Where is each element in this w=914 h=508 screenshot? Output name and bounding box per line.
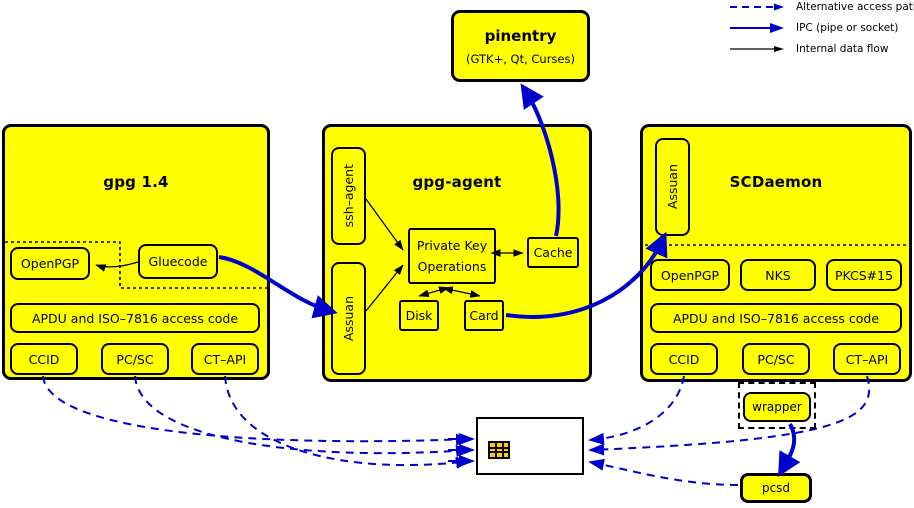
gpg-agent-cache-box[interactable]: Cache [527,237,579,268]
scdaemon-driver-pcsc-label: PC/SC [757,351,795,367]
scdaemon-app-openpgp[interactable]: OpenPGP [650,259,730,291]
scdaemon-apdu-label: APDU and ISO–7816 access code [672,310,880,326]
gpg-openpgp-label: OpenPGP [20,256,80,271]
pcsd-box[interactable]: pcsd [740,473,812,503]
altpath-gpg-ccid-to-card [42,375,472,446]
altpath-scdaemon-ccid-to-card [588,375,685,445]
altpath-gpg-ctapi-to-card [224,375,472,469]
legend-item-alt-paths: Alternative access paths [730,1,914,13]
gpg-openpgp-box[interactable]: OpenPGP [10,247,90,280]
scdaemon-driver-ctapi-label: CT–API [845,351,889,367]
altpath-card-inputs [448,433,475,467]
legend-item-internal: Internal data flow [730,43,888,55]
pinentry-title: pinentry [484,26,557,45]
gpg-agent-ssh-agent-label: ssh–agent [341,164,356,228]
scdaemon-title: SCDaemon [729,173,823,191]
gpg-apdu-label: APDU and ISO–7816 access code [31,310,239,326]
gpg-agent-card-label: Card [469,308,499,323]
gpg-agent-private-key-ops-box[interactable]: Private Key Operations [408,228,496,284]
scdaemon-driver-ctapi[interactable]: CT–API [833,343,901,375]
gpg-agent-cache-label: Cache [533,245,573,260]
private-key-ops-line2: Operations [417,259,487,274]
gpg-agent-disk-box[interactable]: Disk [399,300,439,331]
gpg-agent-disk-label: Disk [405,308,433,323]
smartcard-chip-icon [488,441,510,459]
gpg-gluecode-box[interactable]: Gluecode [138,244,218,279]
gpg-driver-ctapi[interactable]: CT–API [191,343,259,375]
pinentry-subtitle: (GTK+, Qt, Curses) [466,51,575,66]
scdaemon-assuan-label: Assuan [665,164,680,210]
scdaemon-app-pkcs15-label: PKCS#15 [834,267,894,283]
legend-swatch-internal [730,43,786,55]
ipc-wrapper-to-pcsd [778,423,801,477]
scdaemon-app-nks[interactable]: NKS [740,259,816,291]
wrapper-label: wrapper [752,400,802,414]
gpg-apdu-box[interactable]: APDU and ISO–7816 access code [10,303,260,333]
scdaemon-driver-ccid-label: CCID [668,351,700,367]
gpg-title: gpg 1.4 [103,173,169,191]
scdaemon-app-nks-label: NKS [765,267,791,283]
gpg-agent-title: gpg-agent [412,173,502,191]
wrapper-box[interactable]: wrapper [743,392,811,422]
scdaemon-assuan-box[interactable]: Assuan [655,138,690,236]
gpg-gluecode-label: Gluecode [148,254,208,269]
scdaemon-driver-pcsc[interactable]: PC/SC [742,343,810,375]
altpath-pcsd-to-card [588,458,739,486]
gpg-driver-ccid[interactable]: CCID [10,343,78,375]
legend-item-ipc: IPC (pipe or socket) [730,22,898,34]
gpg-driver-ccid-label: CCID [28,351,60,367]
legend-swatch-dashed [730,1,786,13]
gpg-agent-assuan-label: Assuan [341,295,356,342]
legend-label-ipc: IPC (pipe or socket) [796,22,899,34]
gpg-driver-ctapi-label: CT–API [203,351,247,367]
gpg-agent-card-box[interactable]: Card [464,300,504,331]
scdaemon-app-pkcs15[interactable]: PKCS#15 [826,259,902,291]
pcsd-label: pcsd [761,481,791,495]
gpg-driver-pcsc[interactable]: PC/SC [101,343,169,375]
legend-label-internal: Internal data flow [796,43,889,55]
altpath-gpg-pcsc-to-card [134,375,472,457]
scdaemon-app-openpgp-label: OpenPGP [660,267,720,283]
gpg-agent-assuan-box[interactable]: Assuan [331,262,366,375]
private-key-ops-line1: Private Key [416,238,488,253]
legend-swatch-ipc [730,22,786,34]
pinentry-box[interactable]: pinentry (GTK+, Qt, Curses) [451,10,590,82]
gpg-agent-ssh-agent-box[interactable]: ssh–agent [331,147,366,245]
gpg-driver-pcsc-label: PC/SC [116,351,154,367]
legend-label-alt-paths: Alternative access paths [796,1,914,13]
smartcard-box[interactable] [476,417,584,475]
scdaemon-apdu-box[interactable]: APDU and ISO–7816 access code [650,303,902,333]
altpath-scdaemon-ctapi-to-card [588,375,871,456]
scdaemon-driver-ccid[interactable]: CCID [650,343,718,375]
